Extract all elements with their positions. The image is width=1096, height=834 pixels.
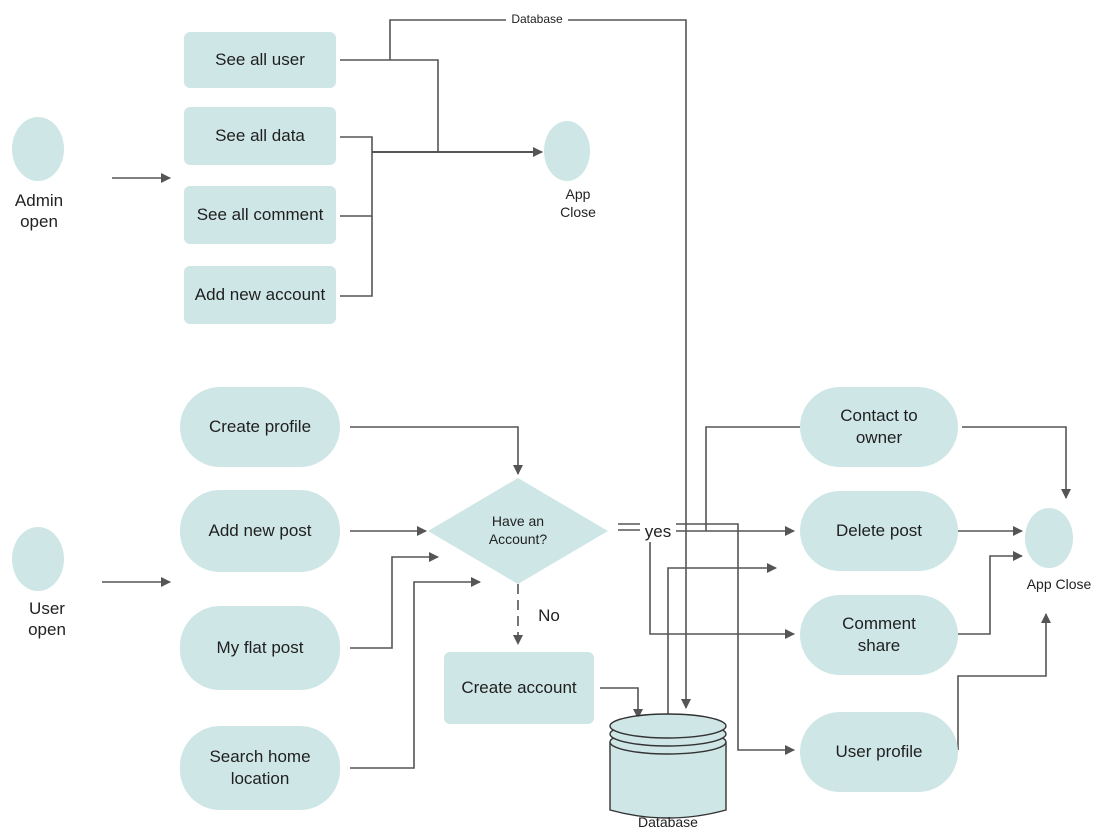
user-start-label: User open: [28, 599, 66, 640]
my-flat-post-box: My flat post: [180, 606, 340, 690]
admin-app-close-label: App Close: [560, 186, 596, 220]
connector-see-all-comment: [340, 152, 373, 217]
search-home-location-box: Search home location: [180, 726, 340, 810]
user-app-close-node: [1025, 508, 1073, 568]
yes-to-contact-owner: [705, 426, 800, 531]
connector-see-all-user: [340, 59, 439, 152]
decision-label: Have an Account?: [488, 513, 548, 547]
user-profile-to-close: [957, 613, 1051, 750]
connector-search-home: [350, 577, 481, 769]
comment-share-box: Comment share: [800, 595, 958, 675]
contact-to-owner-box: Contact to owner: [800, 387, 958, 467]
connector-see-all-data: [340, 136, 373, 152]
add-new-post-box: Add new post: [180, 490, 340, 572]
connector-my-flat-post: [350, 552, 439, 649]
database-cylinder-icon: [609, 713, 727, 819]
create-account-box: Create account: [444, 652, 594, 724]
comment-share-to-close: [958, 551, 1023, 635]
user-app-close-label: App Close: [1026, 576, 1092, 592]
see-all-comment-box: See all comment: [184, 186, 336, 244]
connector-create-account-db: [600, 687, 643, 719]
connector-create-profile: [350, 426, 523, 475]
db-to-user-arrow: [667, 563, 777, 720]
delete-post-box: Delete post: [800, 491, 958, 571]
yes-label: yes: [640, 521, 676, 543]
no-label: No: [538, 606, 560, 625]
admin-start-node: [12, 117, 64, 181]
admin-database-line-label: Database: [506, 12, 568, 27]
create-profile-box: Create profile: [180, 387, 340, 467]
user-profile-box: User profile: [800, 712, 958, 792]
admin-start-label: Admin open: [14, 191, 64, 232]
admin-app-close-node: [544, 121, 590, 181]
yes-to-comment-share: [640, 529, 795, 639]
contact-owner-to-close: [962, 426, 1071, 499]
connector-add-new-account: [340, 216, 373, 297]
decision-diamond: [428, 478, 608, 584]
yes-to-user-profile: [676, 523, 795, 755]
add-new-account-box: Add new account: [184, 266, 336, 324]
user-start-node: [12, 527, 64, 591]
database-label: Database: [638, 814, 698, 830]
see-all-data-box: See all data: [184, 107, 336, 165]
see-all-user-box: See all user: [184, 32, 336, 88]
